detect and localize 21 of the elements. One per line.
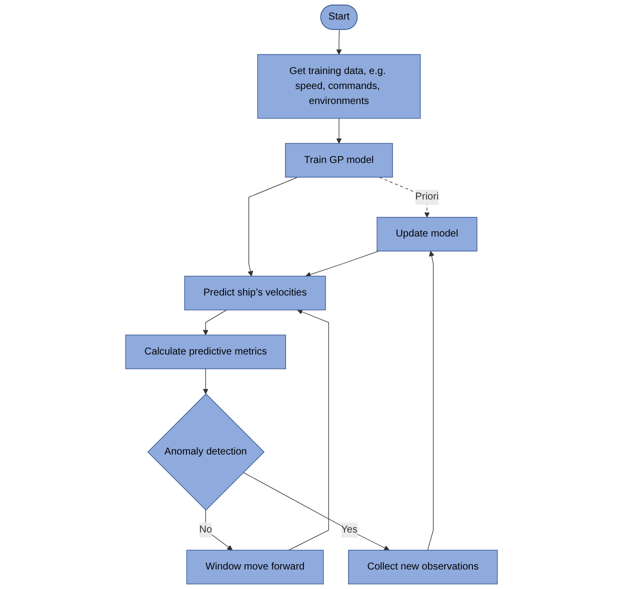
node-diamond: Anomaly detection [147,393,265,511]
node-box: Collect new observations [348,550,498,584]
arrow [305,250,380,278]
arrow [378,176,430,218]
arrow [202,310,227,336]
node-box: Update model [376,216,478,252]
arrow [288,309,329,550]
arrow [202,368,208,394]
node-box: Predict ship’s velocities [184,276,326,310]
node-box: Get training data, e.g. speed, commands, environments [257,54,421,119]
node-box: Window move forward [186,550,324,584]
arrow [242,472,390,550]
edge-label: Yes [341,524,358,536]
arrow [427,250,434,550]
edge-label: Priori [415,192,439,202]
node-box: Calculate predictive metrics [125,334,286,370]
node-box: Train GP model [285,143,393,178]
arrow [336,29,342,55]
arrow [336,118,342,144]
edge-label: No [199,524,212,536]
arrow [248,176,298,276]
